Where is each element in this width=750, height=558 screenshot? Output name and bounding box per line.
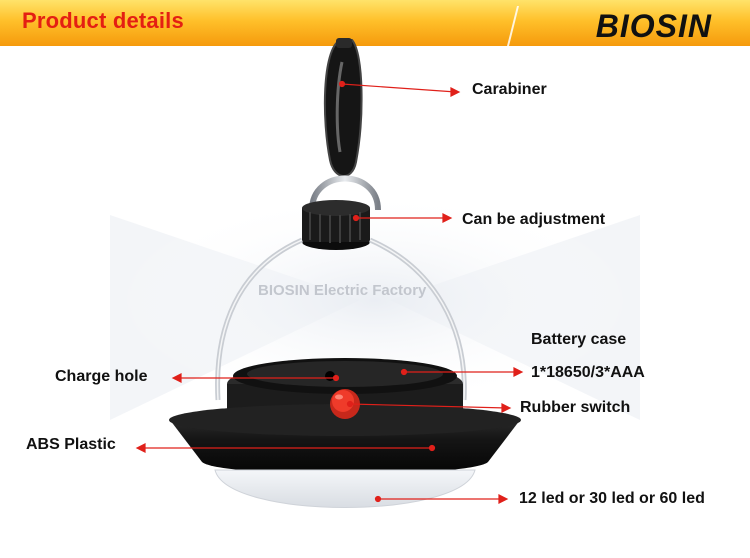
abs-shade bbox=[169, 404, 521, 474]
label-carabiner: Carabiner bbox=[472, 81, 547, 98]
led-diffuser bbox=[214, 469, 476, 508]
hanging-ring bbox=[309, 175, 381, 211]
brand-logo: BIOSIN bbox=[595, 8, 712, 44]
label-charge-hole: Charge hole bbox=[55, 368, 148, 385]
adjustment-knob bbox=[302, 200, 370, 250]
header-bar: Product details BIOSIN bbox=[0, 0, 750, 46]
label-adjustment: Can be adjustment bbox=[462, 211, 606, 228]
light-beam-background bbox=[110, 190, 640, 420]
label-battery-spec: 1*18650/3*AAA bbox=[531, 364, 645, 381]
label-led-options: 12 led or 30 led or 60 led bbox=[519, 490, 705, 507]
page-title: Product details bbox=[22, 8, 184, 33]
label-abs-plastic: ABS Plastic bbox=[26, 436, 116, 453]
callout-arrows bbox=[135, 80, 524, 504]
carabiner-hook bbox=[323, 38, 363, 177]
factory-watermark: BIOSIN Electric Factory bbox=[258, 282, 427, 299]
label-rubber-switch: Rubber switch bbox=[520, 399, 631, 416]
rubber-switch-button bbox=[330, 389, 360, 419]
label-battery-case: Battery case bbox=[531, 331, 627, 348]
